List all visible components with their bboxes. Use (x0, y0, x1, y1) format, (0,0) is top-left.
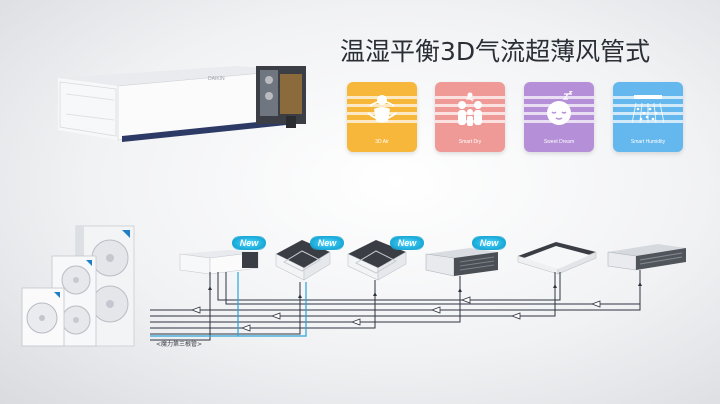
feature-label: Smart Humidity (630, 139, 666, 145)
feature-tile-3d-air: 3D Air (347, 82, 417, 152)
indoor-unit-concealed-duct (425, 248, 498, 277)
sleeping-face-icon (547, 91, 573, 125)
feature-label: Sweet Dream (543, 139, 575, 145)
feature-tile-sweet-dream: Sweet Dream (524, 82, 594, 152)
feature-tile-smart-humidity: Smart Humidity (613, 82, 683, 152)
new-badge: New (390, 236, 424, 250)
feature-label: 3D Air (375, 139, 389, 145)
feature-label: Smart Dry (458, 139, 482, 145)
family-icon (458, 92, 482, 126)
3d-air-icon (367, 95, 397, 123)
pipe-caption: <魔力第三根管> (156, 341, 203, 348)
headline: 温湿平衡3D气流超薄风管式 (340, 37, 651, 66)
outdoor-units (21, 225, 135, 347)
indoor-unit-slim-duct (607, 244, 686, 271)
indoor-unit-ceiling-cassette (517, 242, 597, 275)
new-badge: New (472, 236, 506, 250)
new-badge: New (232, 236, 266, 250)
indoor-unit-ducted-slim (179, 250, 259, 275)
new-badge: New (310, 236, 344, 250)
svg-text:DAIKIN: DAIKIN (208, 76, 225, 82)
ducted-indoor-unit: DAIKIN (58, 66, 306, 142)
humidity-icon (632, 95, 664, 124)
feature-tile-smart-dry: Smart Dry (435, 82, 505, 152)
